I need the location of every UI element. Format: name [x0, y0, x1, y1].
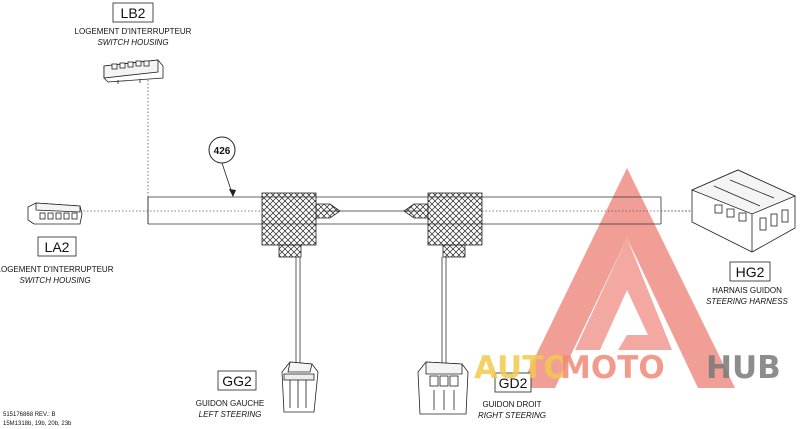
- hg2-connector-icon: [690, 169, 796, 253]
- watermark-triangle: [520, 168, 735, 388]
- la2-connector-icon: [27, 202, 83, 225]
- hg2-code-box: [729, 261, 771, 282]
- callout-426: 426: [208, 136, 236, 197]
- footer-figure-refs: 15M1318b, 19b, 20b, 23b: [3, 421, 72, 427]
- watermark-auto: AUTO: [474, 350, 570, 386]
- gd2-code: GD2: [499, 375, 528, 391]
- connector-lb2: LB2 LOGEMENT D'INTERRUPTEUR SWITCH HOUSI…: [75, 2, 192, 84]
- watermark-inner-triangle: [575, 238, 672, 350]
- drop-wires: [295, 257, 447, 365]
- lb2-connector-icon: [103, 59, 164, 84]
- footer-revision: 515176868 REV.: B: [3, 412, 56, 418]
- gg2-connector-icon: [281, 361, 319, 413]
- lb2-label-en: SWITCH HOUSING: [97, 38, 168, 47]
- watermark-moto: MOTO: [560, 350, 665, 386]
- hg2-label-en: STEERING HARNESS: [706, 297, 788, 306]
- la2-code-box: [37, 236, 77, 257]
- dotted-leads: [80, 80, 700, 212]
- callout-text: 426: [214, 146, 231, 157]
- connector-gg2: GG2 GUIDON GAUCHE LEFT STEERING: [196, 361, 319, 419]
- watermark-logo: [520, 168, 735, 388]
- right-junction: [403, 192, 483, 258]
- hg2-code: HG2: [736, 264, 765, 280]
- main-harness: [147, 196, 662, 225]
- connector-hg2: HG2 HARNAIS GUIDON STEERING HARNESS: [690, 169, 796, 306]
- connector-la2: LA2 LOGEMENT D'INTERRUPTEUR SWITCH HOUSI…: [0, 202, 114, 285]
- gg2-code: GG2: [222, 373, 252, 389]
- la2-code: LA2: [45, 239, 70, 255]
- watermark-text: AUTO MOTO HUB: [474, 350, 781, 386]
- gd2-code-box: [494, 372, 532, 393]
- gg2-code-box: [217, 370, 257, 391]
- lb2-label-fr: LOGEMENT D'INTERRUPTEUR: [75, 27, 192, 36]
- gg2-label-en: LEFT STEERING: [199, 410, 262, 419]
- watermark-hub: HUB: [706, 350, 781, 386]
- la2-label-fr: LOGEMENT D'INTERRUPTEUR: [0, 265, 114, 274]
- lb2-code-box: [112, 2, 154, 23]
- la2-label-en: SWITCH HOUSING: [19, 276, 90, 285]
- lb2-code: LB2: [121, 5, 146, 21]
- gd2-label-en: RIGHT STEERING: [478, 411, 546, 420]
- gd2-connector-icon: [417, 361, 469, 415]
- gg2-label-fr: GUIDON GAUCHE: [196, 399, 264, 408]
- connector-gd2: GD2 GUIDON DROIT RIGHT STEERING: [417, 361, 546, 420]
- gd2-label-fr: GUIDON DROIT: [482, 400, 541, 409]
- hg2-label-fr: HARNAIS GUIDON: [712, 286, 782, 295]
- left-junction: [261, 192, 341, 258]
